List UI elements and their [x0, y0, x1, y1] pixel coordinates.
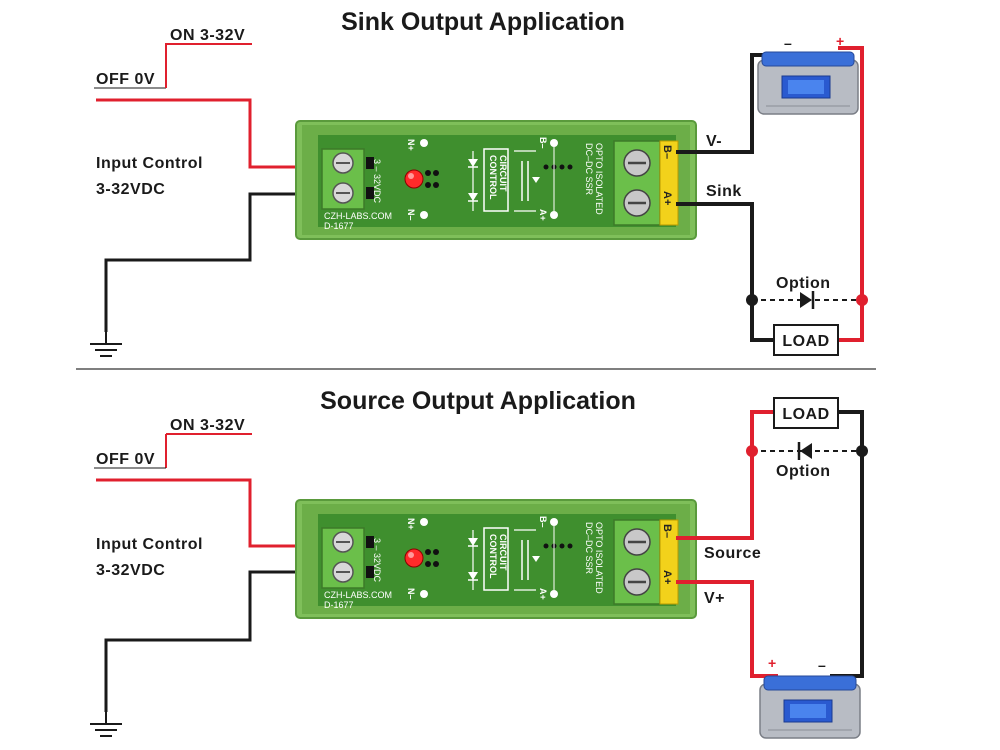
source-battery-icon — [759, 675, 861, 739]
source-input-black-wire — [104, 570, 330, 712]
source-junction-red — [746, 445, 758, 457]
source-n-plus-label: N+ — [406, 518, 416, 530]
sink-ground-icon — [89, 331, 123, 357]
source-input-terminal-label: 3 – 32VDC — [372, 538, 382, 583]
sink-b-minus-pad-label: B– — [538, 137, 548, 149]
sink-title: Sink Output Application — [341, 8, 625, 36]
sink-part-label: D-1677 — [324, 221, 354, 231]
sink-desc-2: DC–DC SSR — [584, 143, 594, 196]
source-battery-plus: + — [768, 655, 776, 671]
source-v-plus-wire — [676, 580, 778, 678]
source-control-label: CONTROL — [488, 534, 498, 579]
source-input-red-wire — [96, 478, 330, 548]
sink-diode-icon — [800, 292, 812, 308]
source-desc-1: OPTO ISOLATED — [594, 522, 604, 594]
sink-battery-plus: + — [836, 33, 844, 49]
sink-plus-wire — [838, 46, 864, 342]
source-v-plus-label: V+ — [704, 590, 725, 607]
sink-ssr-module: 3 – 32VDC CZH-LABS.COM D-1677 N+ N– CONT… — [294, 119, 698, 241]
sink-sink-label: Sink — [706, 183, 742, 200]
source-option-label: Option — [776, 463, 831, 480]
sink-input-terminal-label: 3 – 32VDC — [372, 159, 382, 204]
sink-input-black-wire — [104, 192, 330, 332]
source-battery-minus: – — [818, 657, 826, 673]
source-n-minus-label: N– — [406, 588, 416, 600]
source-source-wire — [676, 410, 778, 540]
sink-input-red-wire — [96, 98, 330, 169]
sink-battery-icon — [757, 51, 859, 115]
sink-junction-black — [746, 294, 758, 306]
source-title: Source Output Application — [320, 387, 636, 415]
source-junction-black — [856, 445, 868, 457]
source-ground-icon — [89, 711, 123, 737]
sink-input-label-2: 3-32VDC — [96, 181, 165, 198]
sink-vendor-label: CZH-LABS.COM — [324, 211, 392, 221]
source-ssr-module: 3 – 32VDC CZH-LABS.COM D-1677 N+ N– CONT… — [294, 498, 698, 620]
source-a-plus-pad-label: A+ — [538, 588, 548, 600]
sink-desc-1: OPTO ISOLATED — [594, 143, 604, 215]
source-on-label: ON 3-32V — [170, 417, 245, 434]
source-circuit-label: CIRCUIT — [498, 534, 508, 571]
source-desc-2: DC–DC SSR — [584, 522, 594, 575]
sink-junction-red — [856, 294, 868, 306]
source-load-label: LOAD — [782, 406, 829, 423]
sink-on-label: ON 3-32V — [170, 27, 245, 44]
source-diode-icon — [800, 443, 812, 459]
sink-sink-wire — [676, 202, 778, 342]
sink-battery-minus: – — [784, 35, 792, 51]
sink-load-label: LOAD — [782, 333, 829, 350]
sink-term-b-label: B– — [661, 145, 673, 159]
source-off-label: OFF 0V — [96, 451, 155, 468]
source-load-box — [773, 397, 839, 429]
sink-input-label-1: Input Control — [96, 155, 203, 172]
sink-on-wire — [165, 43, 252, 52]
sink-option-label: Option — [776, 275, 831, 292]
source-term-a-label: A+ — [661, 570, 673, 584]
source-input-label-1: Input Control — [96, 536, 203, 553]
sink-control-label: CONTROL — [488, 155, 498, 200]
source-source-label: Source — [704, 545, 761, 562]
sink-a-plus-pad-label: A+ — [538, 209, 548, 221]
source-term-b-label: B– — [661, 524, 673, 538]
sink-n-plus-label: N+ — [406, 139, 416, 151]
sink-term-a-label: A+ — [661, 191, 673, 205]
source-b-minus-pad-label: B– — [538, 516, 548, 528]
sink-n-minus-label: N– — [406, 209, 416, 221]
source-part-label: D-1677 — [324, 600, 354, 610]
source-input-label-2: 3-32VDC — [96, 562, 165, 579]
source-vendor-label: CZH-LABS.COM — [324, 590, 392, 600]
sink-load-box — [773, 324, 839, 356]
sink-circuit-label: CIRCUIT — [498, 155, 508, 192]
sink-off-label: OFF 0V — [96, 71, 155, 88]
sink-v-minus-label: V- — [706, 133, 722, 150]
